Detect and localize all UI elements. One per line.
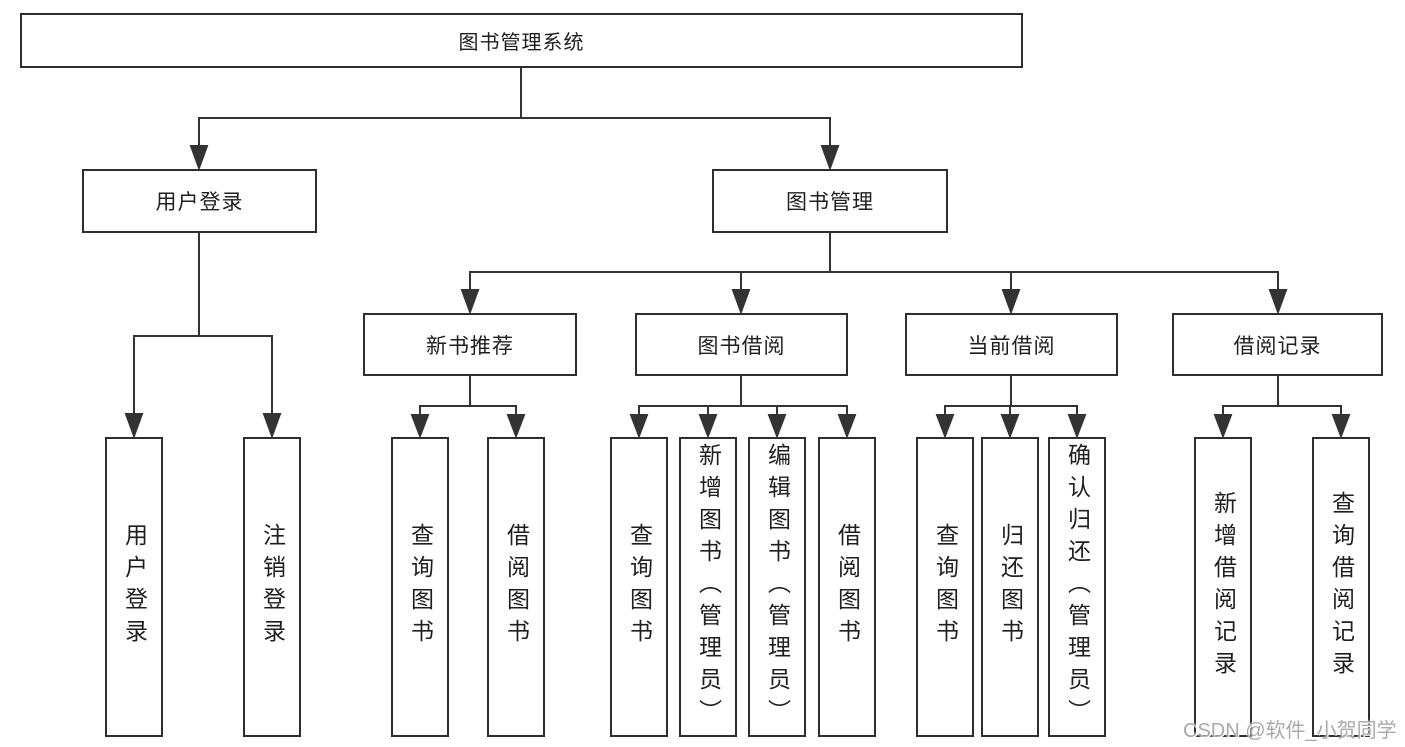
node-current-borrow: 当前借阅 bbox=[905, 313, 1118, 376]
leaf-label: 查询图书 bbox=[932, 523, 959, 651]
node-label: 图书管理 bbox=[786, 191, 874, 214]
node-label: 新书推荐 bbox=[426, 334, 514, 358]
leaf-label: 查询图书 bbox=[407, 523, 434, 651]
leaf-query-borrow-record: 查询借阅记录 bbox=[1312, 437, 1370, 737]
node-user-login: 用户登录 bbox=[82, 169, 317, 233]
leaf-add-borrow-record: 新增借阅记录 bbox=[1194, 437, 1252, 737]
leaf-label: 查询借阅记录 bbox=[1328, 491, 1355, 683]
leaf-label: 借阅图书 bbox=[503, 523, 530, 651]
leaf-label: 注销登录 bbox=[259, 523, 286, 651]
node-book-management: 图书管理 bbox=[712, 169, 948, 233]
node-book-borrow: 图书借阅 bbox=[635, 313, 848, 376]
node-label: 用户登录 bbox=[155, 191, 244, 214]
connector-group bbox=[124, 68, 1351, 439]
leaf-label: 新增借阅记录 bbox=[1210, 491, 1237, 683]
node-label: 图书借阅 bbox=[697, 334, 786, 358]
node-label: 当前借阅 bbox=[967, 334, 1056, 358]
leaf-edit-book-admin: 编辑图书（管理员） bbox=[748, 437, 806, 737]
node-borrow-records: 借阅记录 bbox=[1172, 313, 1383, 376]
leaf-label: 查询图书 bbox=[626, 523, 653, 651]
leaf-borrow-books: 借阅图书 bbox=[818, 437, 876, 737]
leaf-query-books-borrow: 查询图书 bbox=[610, 437, 668, 737]
node-label: 图书管理系统 bbox=[458, 32, 585, 54]
leaf-return-book: 归还图书 bbox=[981, 437, 1039, 737]
leaf-logout: 注销登录 bbox=[243, 437, 301, 737]
leaf-label: 借阅图书 bbox=[834, 523, 861, 651]
leaf-label: 归还图书 bbox=[997, 523, 1024, 651]
leaf-user-login: 用户登录 bbox=[105, 437, 163, 737]
csdn-watermark: CSDN @软件_小贺同学 bbox=[1183, 720, 1397, 742]
leaf-add-book-admin: 新增图书（管理员） bbox=[679, 437, 737, 737]
node-new-book-recommend: 新书推荐 bbox=[363, 313, 577, 376]
leaf-query-books-current: 查询图书 bbox=[916, 437, 974, 737]
leaf-query-books-recommend: 查询图书 bbox=[391, 437, 449, 737]
node-library-system: 图书管理系统 bbox=[20, 13, 1023, 68]
leaf-label: 编辑图书（管理员） bbox=[764, 443, 791, 731]
node-label: 借阅记录 bbox=[1233, 334, 1322, 358]
leaf-label: 确认归还（管理员） bbox=[1064, 443, 1091, 731]
leaf-borrow-books-recommend: 借阅图书 bbox=[487, 437, 545, 737]
leaf-label: 新增图书（管理员） bbox=[695, 443, 722, 731]
leaf-label: 用户登录 bbox=[121, 523, 148, 651]
leaf-confirm-return-admin: 确认归还（管理员） bbox=[1048, 437, 1106, 737]
